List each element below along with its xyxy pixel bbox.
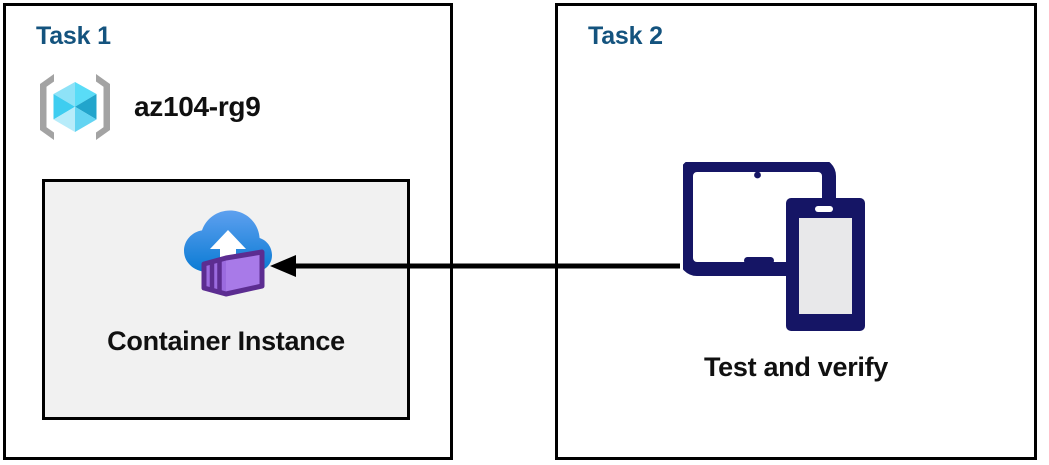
azure-resource-group-icon <box>36 68 114 146</box>
resource-group-row: az104-rg9 <box>36 68 261 146</box>
resource-group-label: az104-rg9 <box>134 91 261 122</box>
test-and-verify-label: Test and verify <box>703 352 889 382</box>
panel-task-2: Task 2 <box>555 3 1037 460</box>
panel-title-task-1: Task 1 <box>36 22 111 50</box>
container-instance-label: Container Instance <box>107 326 345 356</box>
panel-title-task-2: Task 2 <box>588 22 663 50</box>
panel-task-1: Task 1 <box>3 3 453 460</box>
container-instance-box: Container Instance <box>42 179 410 420</box>
